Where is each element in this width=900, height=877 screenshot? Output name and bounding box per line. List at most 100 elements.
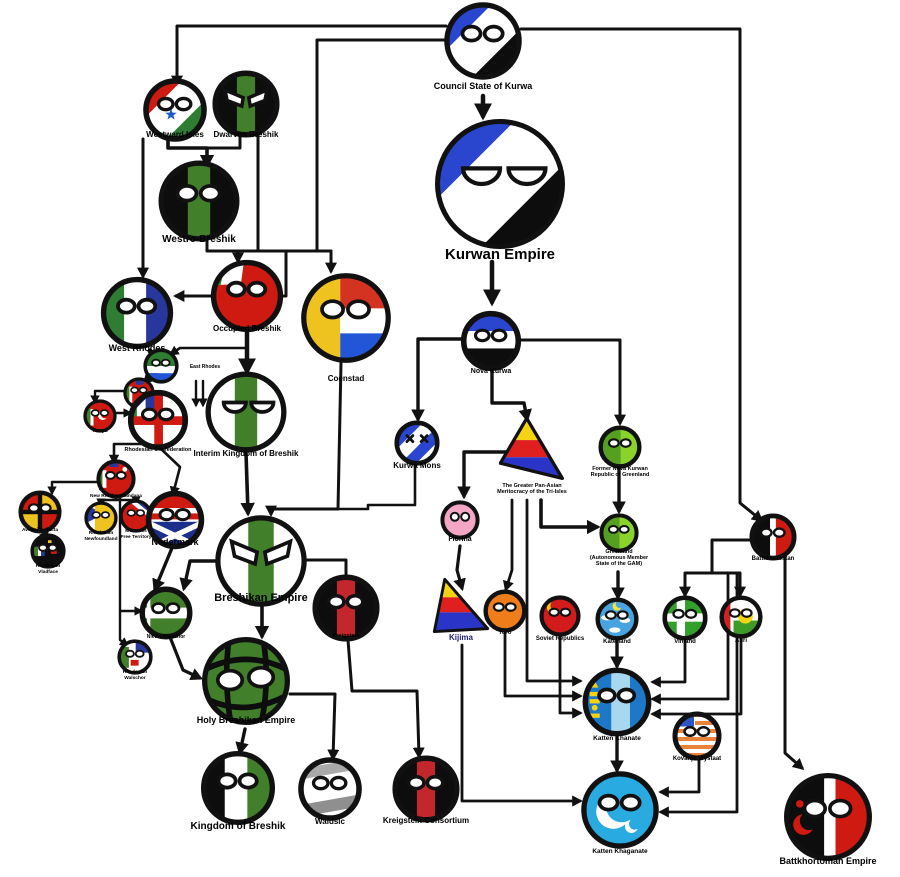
- montross_free_territory-label-line: Free Territory: [120, 534, 152, 540]
- westward_isles-ball: [143, 78, 207, 142]
- east_rhodes-label: East Rhodes: [125, 365, 285, 371]
- edge-auri-to-katten_khanate: [650, 635, 743, 720]
- edge-tri_isles-to-katten_khanate: [525, 498, 583, 687]
- katerland-label-line: Katerland: [603, 638, 631, 645]
- katten_khanate-label: Katten Khanate: [537, 735, 697, 742]
- greenland_gam-label-line: (Autonomous Member: [589, 555, 649, 562]
- waldsic-label-line: Waldsic: [315, 817, 345, 826]
- kingdom_of_breshik-label: Kingdom of Breshik: [158, 821, 318, 832]
- kenya-label-line: Kenya: [92, 428, 108, 435]
- breshikan_empire-label: Breshikan Empire: [181, 592, 341, 604]
- vinland-label: Vinland: [605, 639, 765, 646]
- edge-holy_breshikan_empire-to-kingdom_of_breshik: [235, 727, 249, 756]
- westro_breshik-label-line: Westro-Breshik: [162, 233, 236, 245]
- battkhortostan-ball: [749, 513, 797, 561]
- west_rhodes-label: West Rhodes: [57, 343, 217, 353]
- kovanje_vrystaat-label-line: Kovanje Vrystaat: [672, 755, 722, 762]
- montross_free_territory-label-line: Montross: [125, 529, 147, 535]
- katerland-label: Katerland: [537, 639, 697, 646]
- katten_khanate-label-line: Katten Khanate: [593, 735, 641, 743]
- edge-kijima-to-katten_khaganate: [460, 643, 583, 807]
- greenland_gam-ball: [599, 513, 639, 553]
- soviet_republics-ball: [539, 595, 581, 637]
- avonni_daifacta-ball: [18, 490, 62, 534]
- rhodesian_newfoundland-label-line: Newfoundland: [84, 536, 118, 542]
- avonni_daifacta-label: Avonni Daifacta: [0, 528, 120, 533]
- toro-ball: [483, 589, 527, 633]
- toro-label-line: Toro: [498, 629, 512, 636]
- battkhortoman_empire-ball: [784, 773, 872, 861]
- edge-tri_isles-to-toro: [503, 498, 514, 592]
- holy_breshikan_empire-label: Holy Breshikan Empire: [166, 715, 326, 725]
- coenstad-ball: [301, 273, 391, 363]
- edge-westro_breshik-to-coenstad: [205, 239, 333, 253]
- holy_breshikan_empire-ball: [202, 637, 290, 725]
- east_rhodes-ball: [143, 348, 179, 384]
- nedermark-label: Nedermark: [95, 537, 255, 547]
- battkhortostan-label-line: Battkhortostan: [751, 555, 795, 562]
- greenland_gam-label-line: Greenland: [605, 548, 633, 555]
- kurwa_mons-label-line: Kurwa Mons: [393, 461, 441, 470]
- battkhortoman_empire-label: Battkhortoman Empire: [748, 856, 900, 866]
- rhodesian_newfoundland-ball: [84, 501, 118, 535]
- nova_kurwa-label-line: Nova Kurwa: [470, 367, 512, 375]
- greenland_gam-label-line: State of the GAM): [595, 561, 643, 568]
- new_rhodes_blandana-label-line: New Rhodes-Blandana: [90, 494, 142, 500]
- tri_isles-label-line: The Greater Pan-Asian: [502, 482, 562, 489]
- tri_isles-label-line: Meritocracy of the Tri-Isles: [497, 489, 567, 496]
- kovanje_vrystaat-ball: [672, 711, 722, 761]
- occupied_breshik-label: Occupied Breshik: [167, 324, 327, 334]
- rhodesian_confederation-label-line: Rhodesian Confederation: [124, 446, 192, 453]
- edge-holy_breshikan_empire-to-waldsic: [288, 692, 340, 761]
- edge-tri_isles-to-greenland_gam: [539, 498, 601, 535]
- kurwan_empire-label-line: Kurwan Empire: [444, 245, 556, 263]
- edge-soviet_republics-to-katten_khanate: [558, 633, 583, 719]
- tri_isles-ball: [499, 417, 565, 481]
- coenstad-label: Coenstad: [266, 374, 426, 384]
- florina-label: Florina: [380, 536, 540, 544]
- edge-council_state_of_kurwa-to-westward_isles: [171, 24, 448, 87]
- kingdom_of_breshik-label-line: Kingdom of Breshik: [190, 820, 286, 832]
- kurwa_mons-label: Kurwa Mons: [337, 461, 497, 471]
- west_rhodes-label-line: West Rhodes: [108, 343, 166, 354]
- battkhortostan-label: Battkhortostan: [693, 556, 853, 563]
- kreigstein_consortium-label-line: Kreigstein Consortium: [382, 816, 470, 825]
- nieuw_walschor-ball: [139, 586, 193, 640]
- kijima-ball: [432, 577, 490, 633]
- edge-battkhortostan-to-katten_khaganate: [658, 571, 739, 818]
- avonni_daifacta-label-line: Avonni Daifacta: [21, 528, 59, 534]
- waldsic-label: Waldsic: [250, 817, 410, 827]
- katten_khaganate-label: Katten Khaganate: [540, 848, 700, 855]
- kenya-ball: [83, 399, 117, 433]
- kreigstein-label-line: Kreigstein: [332, 632, 360, 639]
- nieuw_walschor-label-line: Nieuw Walschor: [146, 634, 186, 641]
- rhodesian_newfoundland-label-line: Rhodesian: [88, 531, 114, 537]
- rhodesian_confederation-ball: [127, 389, 189, 451]
- council_state_of_kurwa-label-line: Council State of Kurwa: [433, 81, 533, 92]
- edge-occupied_breshik-to-east_rhodes: [168, 345, 249, 356]
- rhodesian_walschor-ball: [117, 639, 153, 675]
- interim_kingdom_of_breshik-label-line: Interim Kingdom of Breshik: [193, 449, 299, 458]
- nedermark-ball: [145, 490, 205, 550]
- westro_breshik-ball: [158, 160, 240, 242]
- rhodesian_vladface-label-line: Rhodesian: [35, 564, 61, 570]
- east_rhodes-label-line: East Rhodes: [189, 364, 221, 371]
- dwarven_breshik-ball: [212, 70, 280, 138]
- katerland-ball: [595, 597, 639, 641]
- interim_kingdom_of_breshik-ball: [205, 371, 287, 453]
- vinland-label-line: Vinland: [674, 638, 696, 645]
- nedermark-label-line: Nedermark: [151, 537, 199, 548]
- edge-rhodesian_confederation-to-nedermark: [157, 445, 182, 497]
- kurwan_empire-label: Kurwan Empire: [420, 245, 580, 264]
- edge-battkhortostan-to-battkhortoman_empire: [783, 552, 805, 770]
- edge-toro-to-katten_khanate: [503, 629, 583, 702]
- kreigstein-ball: [312, 574, 380, 642]
- council_state_of_kurwa-label: Council State of Kurwa: [403, 81, 563, 91]
- kenya-label: Kenya: [20, 429, 180, 435]
- edge-tri_isles-to-florina: [457, 450, 509, 500]
- kreigstein_consortium-ball: [392, 755, 460, 823]
- vinland-ball: [662, 595, 708, 641]
- edge-nova_kurwa-to-fnkr_greenland: [516, 338, 626, 426]
